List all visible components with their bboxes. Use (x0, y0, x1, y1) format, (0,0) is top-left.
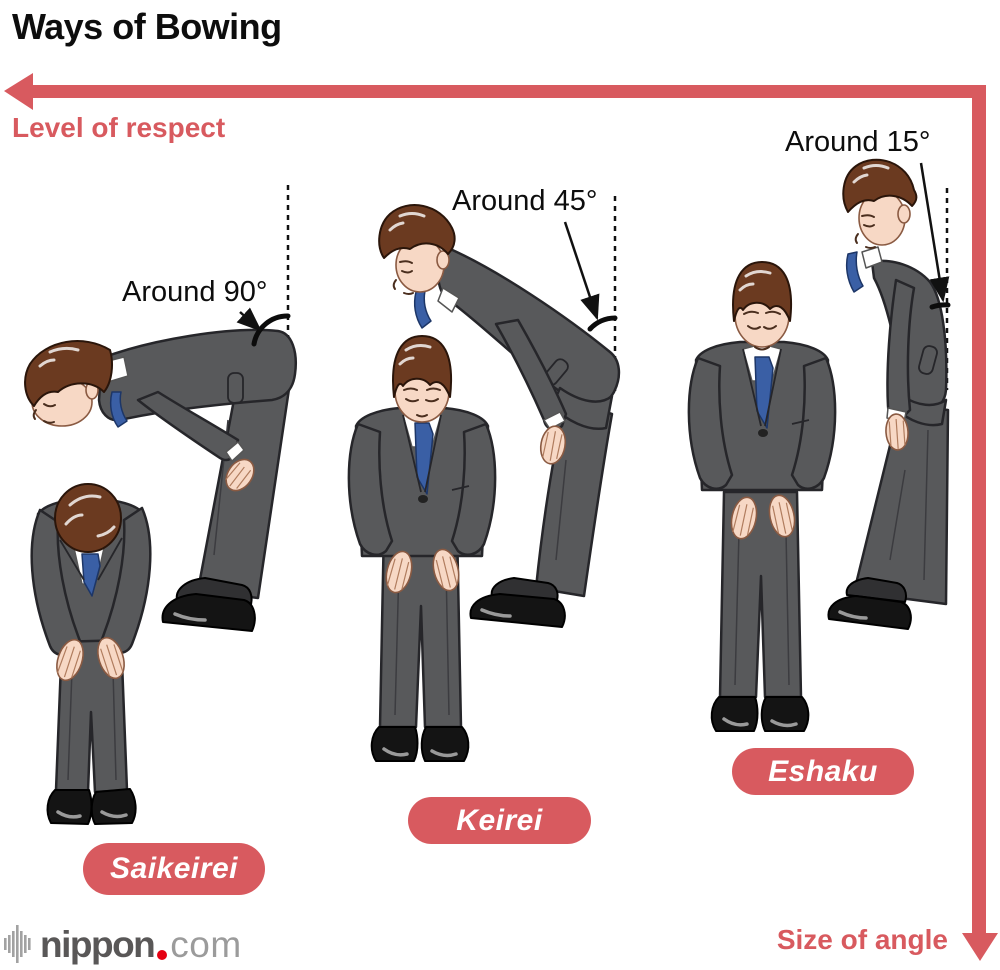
annotation-arrow-45 (563, 221, 600, 321)
collar (437, 287, 460, 313)
front-shoe (469, 593, 566, 628)
jacket-pocket (227, 372, 244, 404)
left-shoe (46, 789, 93, 825)
right-shoe (90, 788, 137, 825)
soundwave-bars-icon (4, 925, 31, 963)
ear (436, 250, 450, 270)
tie (81, 553, 101, 597)
tie (845, 251, 864, 293)
respect-angle-axis-arrow (4, 73, 998, 961)
left-arm (347, 422, 394, 557)
hand (225, 458, 255, 492)
hand (885, 413, 909, 451)
hair (392, 335, 452, 398)
bow-label-saikeirei: Saikeirei (83, 843, 265, 895)
front-shoe (161, 593, 256, 632)
brand-dot (157, 949, 168, 960)
left-hand (730, 496, 758, 540)
ear (897, 204, 911, 224)
left-hand (385, 550, 413, 594)
jacket-pocket (918, 345, 938, 375)
respect-arrow-shaft (28, 85, 986, 98)
angle-arc-90 (251, 313, 291, 347)
eshaku-side-figure (827, 158, 950, 630)
arrow-left-icon (4, 73, 33, 110)
jacket-button (758, 429, 768, 437)
hair (24, 340, 113, 407)
right-arm (790, 356, 837, 491)
right-arm (450, 422, 497, 557)
keirei-side-figure (378, 204, 621, 628)
saikeirei-front-figure (30, 483, 152, 825)
hair (378, 204, 456, 259)
angle-note-keirei: Around 45° (452, 185, 598, 217)
angle-arrow-shaft (972, 85, 986, 935)
right-hand (432, 548, 460, 592)
brand-logo: nippon com (4, 921, 242, 967)
bow-label-eshaku: Eshaku (732, 748, 914, 795)
right-hand (97, 636, 125, 680)
angle-note-saikeirei: Around 90° (122, 276, 268, 308)
page-title: Ways of Bowing (12, 6, 282, 47)
jacket-button (418, 495, 428, 503)
front-shoe (827, 595, 912, 630)
eshaku-front-figure (687, 261, 837, 732)
angle-arc-45 (587, 315, 618, 332)
brand-name-bold: nippon (40, 923, 156, 965)
arrow-down-icon (962, 933, 998, 961)
angle-note-eshaku: Around 15° (785, 126, 931, 158)
respect-axis-label: Level of respect (12, 112, 226, 143)
angle-axis-label: Size of angle (776, 924, 948, 955)
saikeirei-side-figure (24, 328, 297, 632)
annotation-arrow-90 (236, 307, 262, 332)
tie (109, 391, 128, 428)
head-crown (54, 483, 122, 553)
keirei-front-figure (347, 335, 497, 762)
right-hand (768, 494, 796, 538)
tie (413, 290, 432, 329)
annotation-arrow-15 (919, 162, 950, 303)
brand-wordmark: nippon com (40, 926, 242, 963)
hand (539, 425, 567, 465)
left-hand (56, 638, 84, 682)
hair (842, 158, 918, 213)
brand-name-light: com (170, 923, 242, 965)
angle-arc-15 (929, 302, 951, 310)
left-arm (687, 356, 734, 491)
bow-label-keirei: Keirei (408, 797, 591, 844)
